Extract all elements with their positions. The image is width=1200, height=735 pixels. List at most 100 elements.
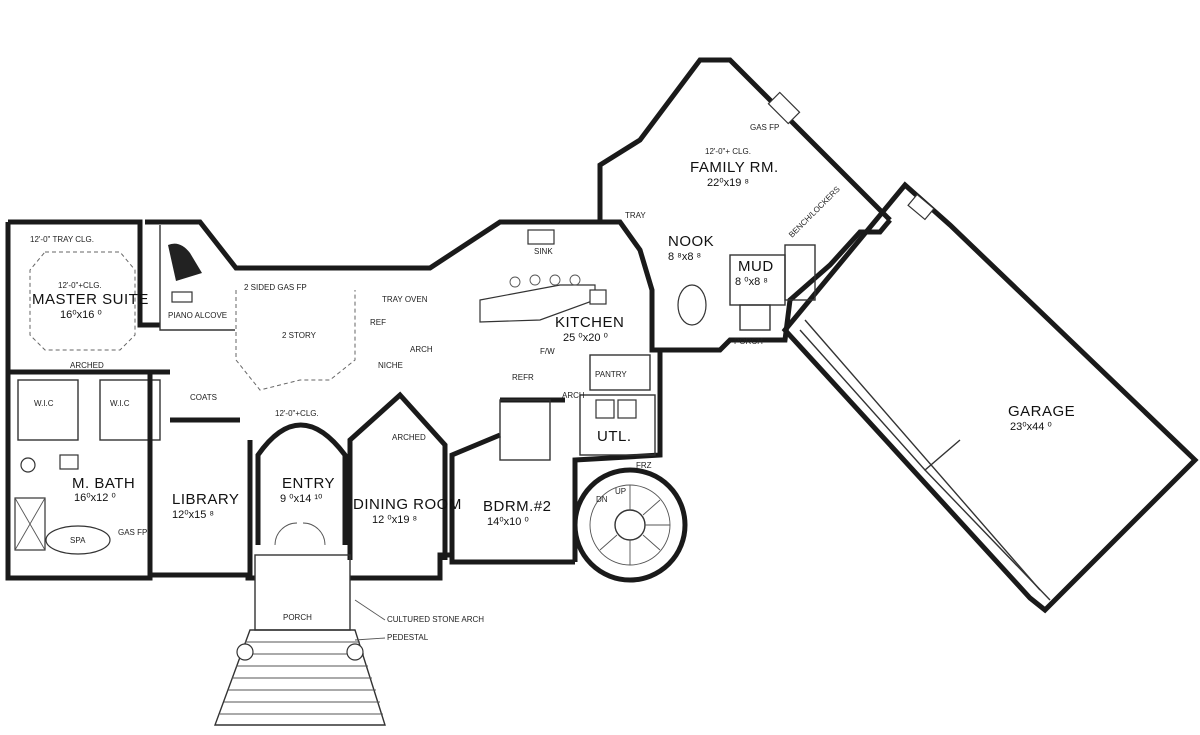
note-two-sided-gas-fp: 2 SIDED GAS FP bbox=[244, 283, 307, 292]
note-gas-fp-bath: GAS FP bbox=[118, 528, 147, 537]
garage-structure bbox=[781, 181, 1199, 614]
dryer bbox=[617, 399, 637, 419]
room-name-master-suite: MASTER SUITE bbox=[32, 291, 149, 308]
stair-down bbox=[499, 399, 551, 461]
room-name-entry: ENTRY bbox=[282, 475, 335, 492]
garage-mechanical bbox=[907, 193, 935, 221]
room-name-utl: UTL. bbox=[597, 428, 632, 445]
note-coats: COATS bbox=[190, 393, 217, 402]
note-niche: NICHE bbox=[378, 361, 403, 370]
room-dim-family-rm: 22⁰x19 ⁸ bbox=[707, 177, 749, 189]
note-arch: ARCH bbox=[410, 345, 433, 354]
room-dim-kitchen: 25 ⁰x20 ⁰ bbox=[563, 332, 608, 344]
pedestal-left bbox=[236, 643, 254, 661]
note-cultured-stone-arch: CULTURED STONE ARCH bbox=[387, 615, 484, 624]
wall-piano-alcove bbox=[159, 225, 235, 331]
piano bbox=[168, 243, 202, 281]
room-dim-master-suite: 16⁰x16 ⁰ bbox=[60, 309, 102, 321]
cooktop bbox=[589, 289, 607, 305]
note-porch-side: PORCH bbox=[734, 337, 763, 346]
toilet-master bbox=[20, 457, 36, 473]
note-tray: TRAY bbox=[625, 211, 646, 220]
washer bbox=[595, 399, 615, 419]
garage-door-1 bbox=[799, 329, 961, 471]
stair-mud bbox=[784, 244, 816, 301]
pedestal-right bbox=[346, 643, 364, 661]
front-steps bbox=[213, 629, 386, 726]
note-fw: F/W bbox=[540, 347, 555, 356]
note-wic-1: W.I.C bbox=[34, 399, 54, 408]
note-arched-2: ARCHED bbox=[392, 433, 426, 442]
garage-partition bbox=[804, 319, 1041, 591]
kitchen-sink bbox=[527, 229, 555, 245]
family-fireplace bbox=[767, 91, 801, 125]
room-name-mud: MUD bbox=[738, 258, 774, 275]
note-frz: FRZ bbox=[636, 461, 652, 470]
note-pedestal: PEDESTAL bbox=[387, 633, 429, 642]
wall-kitchen-east bbox=[597, 165, 660, 353]
room-name-dining-room: DINING ROOM bbox=[353, 496, 462, 513]
note-bench: BENCH/LOCKERS bbox=[787, 185, 842, 240]
room-name-garage: GARAGE bbox=[1008, 403, 1075, 420]
note-entry-ceiling: 12'-0"+CLG. bbox=[275, 409, 319, 418]
garage-walls bbox=[781, 181, 1199, 614]
wall-dining bbox=[347, 391, 448, 560]
note-up: UP bbox=[615, 487, 626, 496]
entry-arch bbox=[255, 422, 348, 545]
note-pantry: PANTRY bbox=[595, 370, 627, 379]
room-labels: MASTER SUITE 16⁰x16 ⁰ FAMILY RM. 22⁰x19 … bbox=[32, 159, 1075, 528]
spiral-core bbox=[614, 509, 646, 541]
leader-arch bbox=[354, 599, 386, 621]
note-dn: DN bbox=[596, 495, 608, 504]
utility-room bbox=[579, 394, 656, 456]
piano-bench bbox=[171, 291, 193, 303]
note-porch-main: PORCH bbox=[283, 613, 312, 622]
note-arched: ARCHED bbox=[70, 361, 104, 370]
wall-east-lower bbox=[572, 350, 663, 562]
sink-master bbox=[59, 454, 79, 470]
room-dim-dining-room: 12 ⁰x19 ⁸ bbox=[372, 514, 417, 526]
note-wic-2: W.I.C bbox=[110, 399, 130, 408]
stair-tower bbox=[572, 467, 688, 583]
wic-left bbox=[17, 379, 79, 441]
porch-side-box bbox=[739, 304, 771, 331]
wall-north-facade bbox=[145, 57, 892, 271]
nook-table bbox=[677, 284, 707, 326]
note-sink: SINK bbox=[534, 247, 553, 256]
room-dim-entry: 9 ⁰x14 ¹⁰ bbox=[280, 493, 323, 505]
two-story-bay bbox=[235, 290, 356, 391]
room-name-bdrm-2: BDRM.#2 bbox=[483, 498, 552, 515]
room-name-kitchen: KITCHEN bbox=[555, 314, 624, 331]
wall-bdrm-south bbox=[449, 432, 501, 562]
note-tray-oven: TRAY OVEN bbox=[382, 295, 428, 304]
note-family-ceiling: 12'-0"+ CLG. bbox=[705, 147, 751, 156]
interior-walls bbox=[8, 225, 816, 578]
master-tray-outline bbox=[29, 251, 136, 351]
room-dim-nook: 8 ⁸x8 ⁸ bbox=[668, 251, 701, 263]
room-dim-library: 12⁰x15 ⁸ bbox=[172, 509, 214, 521]
note-ref: REF bbox=[370, 318, 386, 327]
note-tray-clg: 12'-0" TRAY CLG. bbox=[30, 235, 94, 244]
room-dim-bdrm-2: 14⁰x10 ⁰ bbox=[487, 516, 529, 528]
room-dim-mud: 8 ⁰x8 ⁸ bbox=[735, 276, 768, 288]
note-refr: REFR bbox=[512, 373, 534, 382]
note-gas-fp: GAS FP bbox=[750, 123, 779, 132]
note-piano-alcove: PIANO ALCOVE bbox=[168, 311, 227, 320]
room-dim-m-bath: 16⁰x12 ⁰ bbox=[74, 492, 116, 504]
spa-tub bbox=[45, 525, 111, 555]
room-dim-garage: 23⁰x44 ⁰ bbox=[1010, 421, 1052, 433]
note-arch-2: ARCH bbox=[562, 391, 585, 400]
note-master-ceiling: 12'-0"+CLG. bbox=[58, 281, 102, 290]
note-spa: SPA bbox=[70, 536, 86, 545]
wic-right bbox=[99, 379, 161, 441]
note-two-story: 2 STORY bbox=[282, 331, 317, 340]
room-name-library: LIBRARY bbox=[172, 491, 239, 508]
room-name-m-bath: M. BATH bbox=[72, 475, 135, 492]
wall-master-north bbox=[8, 219, 160, 328]
fixtures bbox=[14, 91, 801, 726]
room-name-nook: NOOK bbox=[668, 233, 714, 250]
wall-front bbox=[350, 552, 575, 581]
pantry-room bbox=[589, 354, 651, 391]
room-name-family-rm: FAMILY RM. bbox=[690, 159, 779, 176]
